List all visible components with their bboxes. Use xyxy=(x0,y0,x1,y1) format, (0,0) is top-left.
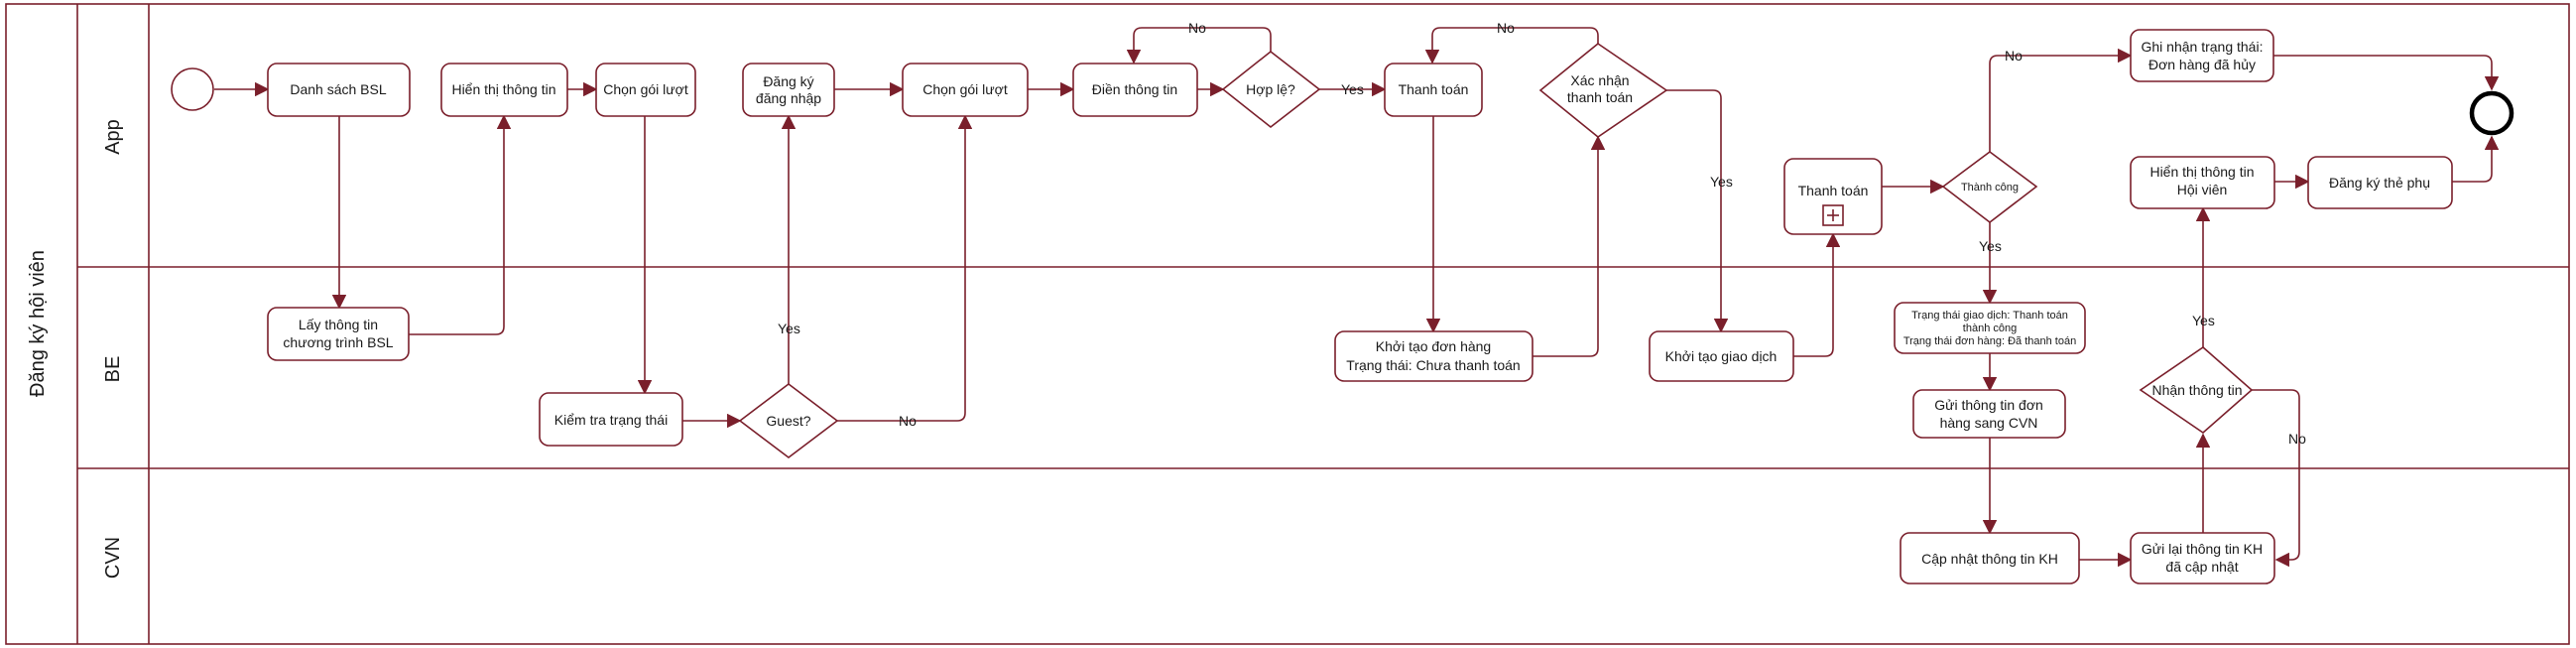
svg-text:hàng sang CVN: hàng sang CVN xyxy=(1940,415,2038,431)
task-chon-goi-luot-1: Chọn gói lượt xyxy=(595,63,696,117)
edge-khoi-tao-xac-nhan xyxy=(1533,135,1606,357)
svg-text:Đơn hàng đã hủy: Đơn hàng đã hủy xyxy=(2148,57,2256,72)
svg-text:đã cập nhật: đã cập nhật xyxy=(2165,559,2238,575)
task-gui-thong-tin-don-hang: Gửi thông tin đơn hàng sang CVN xyxy=(1912,389,2066,439)
task-hien-thi-hoi-vien: Hiển thị thông tin Hội viên xyxy=(2130,156,2275,209)
pool-frame xyxy=(5,3,2570,645)
label-nhan-no: No xyxy=(2288,431,2306,447)
svg-text:Đăng ký: Đăng ký xyxy=(763,73,813,89)
svg-text:Khởi tạo giao dịch: Khởi tạo giao dịch xyxy=(1665,348,1778,364)
label-guest-yes: Yes xyxy=(778,321,800,336)
gateway-guest: Guest? xyxy=(738,382,839,459)
task-gui-lai-thong-tin-kh: Gửi lại thông tin KH đã cập nhật xyxy=(2130,532,2275,584)
gateway-nhan-thong-tin: Nhận thông tin xyxy=(2139,345,2254,435)
edge-xac-nhan-no xyxy=(1424,27,1599,65)
label-thanh-cong-no: No xyxy=(2005,48,2023,64)
svg-text:Hợp lệ?: Hợp lệ? xyxy=(1246,81,1295,97)
edge-nhan-no xyxy=(2252,389,2300,568)
edge-thanh-cong-no xyxy=(1989,48,2133,152)
svg-text:Đăng ký thẻ phụ: Đăng ký thẻ phụ xyxy=(2329,175,2430,191)
svg-text:Khởi tạo đơn hàng: Khởi tạo đơn hàng xyxy=(1376,338,1491,354)
task-ghi-nhan-trang-thai: Ghi nhận trạng thái: Đơn hàng đã hủy xyxy=(2130,29,2274,82)
lane-label-be: BE xyxy=(102,356,124,383)
edge-khoi-tao-gd-thanh-toan xyxy=(1793,232,1841,357)
svg-text:Gửi lại thông tin KH: Gửi lại thông tin KH xyxy=(2142,541,2263,557)
svg-text:Nhận thông tin: Nhận thông tin xyxy=(2151,382,2242,398)
task-danh-sach-bsl: Danh sách BSL xyxy=(267,63,411,117)
svg-text:Thanh toán: Thanh toán xyxy=(1798,183,1869,198)
lane-label-app: App xyxy=(102,119,124,155)
task-dien-thong-tin: Điền thông tin xyxy=(1072,63,1198,117)
connectors: Yes No No Yes No Yes No Yes No Yes xyxy=(214,20,2500,568)
svg-text:Guest?: Guest? xyxy=(766,413,810,429)
task-kiem-tra-trang-thai: Kiểm tra trạng thái xyxy=(539,392,683,447)
label-hop-le-no: No xyxy=(1188,20,1206,36)
label-nhan-yes: Yes xyxy=(2192,313,2215,328)
task-dang-ky-dang-nhap: Đăng ký đăng nhập xyxy=(742,63,835,117)
lane-label-cvn: CVN xyxy=(102,537,124,579)
task-dang-ky-the-phu: Đăng ký thẻ phụ xyxy=(2307,156,2453,209)
task-khoi-tao-don-hang: Khởi tạo đơn hàng Trạng thái: Chưa thanh… xyxy=(1334,330,1533,382)
label-guest-no: No xyxy=(899,413,917,429)
edge-hop-le-no xyxy=(1126,27,1272,65)
gateway-thanh-cong: Thành công xyxy=(1941,151,2038,224)
svg-text:Cập nhật thông tin KH: Cập nhật thông tin KH xyxy=(1921,551,2058,567)
svg-text:Thành công: Thành công xyxy=(1961,182,2019,194)
edge-the-phu-end xyxy=(2452,135,2500,183)
svg-text:Hiển thị thông tin: Hiển thị thông tin xyxy=(451,81,555,97)
svg-text:Hội viên: Hội viên xyxy=(2177,182,2228,197)
label-hop-le-yes: Yes xyxy=(1341,81,1364,97)
svg-text:Ghi nhận trạng thái:: Ghi nhận trạng thái: xyxy=(2142,39,2264,55)
svg-text:Chọn gói lượt: Chọn gói lượt xyxy=(922,81,1008,97)
svg-text:thành công: thành công xyxy=(1963,323,2017,334)
svg-text:đăng nhập: đăng nhập xyxy=(756,90,821,106)
svg-text:Chọn gói lượt: Chọn gói lượt xyxy=(603,81,688,97)
label-xac-nhan-no: No xyxy=(1497,20,1515,36)
svg-text:Điền thông tin: Điền thông tin xyxy=(1092,81,1177,97)
gateway-xac-nhan-thanh-toan: Xác nhận thanh toán xyxy=(1538,43,1668,138)
end-event xyxy=(2469,90,2515,136)
task-khoi-tao-giao-dich: Khởi tạo giao dịch xyxy=(1649,330,1794,382)
task-thanh-toan-1: Thanh toán xyxy=(1384,63,1483,117)
svg-text:Lấy thông tin: Lấy thông tin xyxy=(299,317,378,332)
task-trang-thai-giao-dich: Trạng thái giao dịch: Thanh toán thành c… xyxy=(1894,302,2086,354)
svg-text:Gửi thông tin đơn: Gửi thông tin đơn xyxy=(1934,397,2043,413)
task-chon-goi-luot-2: Chọn gói lượt xyxy=(902,63,1029,117)
task-lay-thong-tin: Lấy thông tin chương trình BSL xyxy=(267,307,410,361)
svg-text:Trạng thái giao dịch: Thanh to: Trạng thái giao dịch: Thanh toán xyxy=(1911,310,2068,322)
edge-lay-hien-thi xyxy=(409,114,512,335)
start-event xyxy=(171,67,214,111)
subprocess-thanh-toan-2: Thanh toán xyxy=(1783,158,1883,235)
svg-text:Hiển thị thông tin: Hiển thị thông tin xyxy=(2149,164,2254,180)
svg-text:Thanh toán: Thanh toán xyxy=(1399,81,1469,97)
svg-text:Kiểm tra trạng thái: Kiểm tra trạng thái xyxy=(554,412,668,428)
task-cap-nhat-thong-tin-kh: Cập nhật thông tin KH xyxy=(1900,532,2080,584)
svg-text:thanh toán: thanh toán xyxy=(1567,89,1633,105)
task-hien-thi-thong-tin: Hiển thị thông tin xyxy=(440,63,568,117)
edge-huy-end xyxy=(2273,55,2500,91)
edge-guest-no xyxy=(837,114,973,422)
edge-xac-nhan-yes xyxy=(1666,89,1729,333)
gateway-hop-le: Hợp lệ? xyxy=(1221,50,1321,129)
svg-text:Trạng thái: Chưa thanh toán: Trạng thái: Chưa thanh toán xyxy=(1346,357,1520,373)
svg-text:Xác nhận: Xác nhận xyxy=(1570,72,1629,88)
label-thanh-cong-yes: Yes xyxy=(1979,238,2002,254)
pool-title: Đăng ký hội viên xyxy=(27,250,49,397)
svg-text:chương trình BSL: chương trình BSL xyxy=(283,334,393,350)
svg-text:Danh sách BSL: Danh sách BSL xyxy=(290,81,386,97)
label-xac-nhan-yes: Yes xyxy=(1710,174,1733,190)
svg-text:Trạng thái đơn hàng: Đã thanh: Trạng thái đơn hàng: Đã thanh toán xyxy=(1903,335,2076,347)
